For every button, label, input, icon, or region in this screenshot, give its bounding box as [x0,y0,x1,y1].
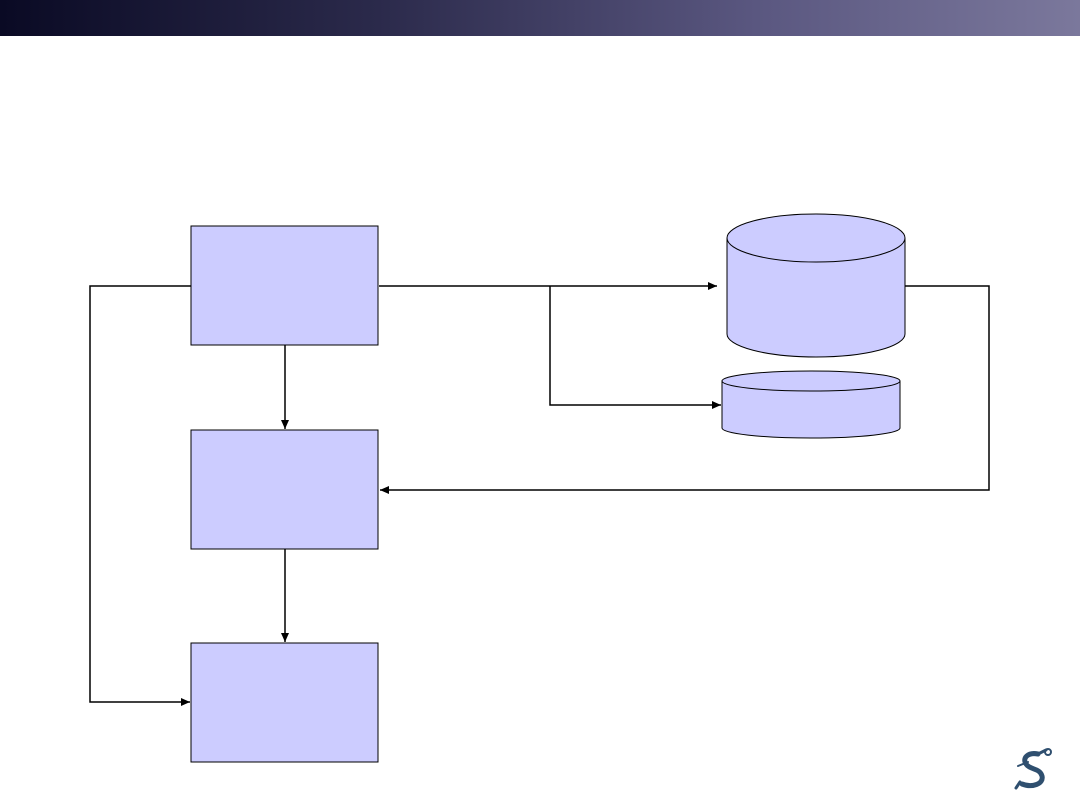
edges [89,282,990,706]
edge-database-to-middle [380,285,990,494]
database-large [726,213,906,358]
process-box-top [190,225,379,346]
edge-top-to-database-small [549,286,721,409]
edge-top-to-bottom-loop [89,285,191,706]
header-bar [0,0,1080,36]
process-box-middle [190,429,379,550]
process-box-bottom [190,642,379,763]
database-small [721,370,901,439]
robot-arm-logo-icon [1014,748,1052,790]
